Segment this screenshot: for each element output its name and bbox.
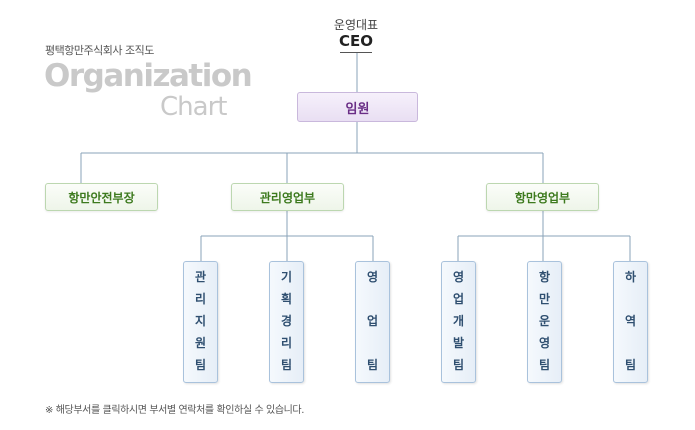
team-char: 팀 — [280, 358, 293, 372]
team-admin-support[interactable]: 관 리 지 원 팀 — [183, 261, 218, 383]
team-planning-accounting[interactable]: 기 획 경 리 팀 — [269, 261, 304, 383]
team-char: 업 — [366, 314, 379, 328]
team-char: 항 — [538, 270, 551, 284]
team-char: 획 — [280, 292, 293, 306]
team-char: 기 — [280, 270, 293, 284]
ceo-underline — [340, 52, 372, 53]
title-word-chart: Chart — [160, 92, 227, 122]
team-char: 운 — [538, 314, 551, 328]
ceo-subtitle: 운영대표 — [333, 18, 379, 32]
team-char: 발 — [452, 336, 465, 350]
footnote: ※ 해당부서를 클릭하시면 부서별 연락처를 확인하실 수 있습니다. — [45, 405, 305, 416]
team-char: 지 — [194, 314, 207, 328]
team-char: 업 — [452, 292, 465, 306]
team-char: 개 — [452, 314, 465, 328]
executive-box[interactable]: 임원 — [297, 92, 418, 122]
team-char: 팀 — [452, 358, 465, 372]
team-char: 팀 — [194, 358, 207, 372]
ceo-title: CEO — [338, 32, 373, 50]
team-char: 원 — [194, 336, 207, 350]
team-port-operations[interactable]: 항 만 운 영 팀 — [527, 261, 562, 383]
team-sales[interactable]: 영 업 팀 — [355, 261, 390, 383]
team-char: 팀 — [538, 358, 551, 372]
dept-port-safety[interactable]: 항만안전부장 — [45, 183, 158, 211]
title-word-organization: Organization — [44, 58, 253, 94]
team-char: 리 — [280, 336, 293, 350]
team-char: 영 — [366, 270, 379, 284]
team-char: 만 — [538, 292, 551, 306]
team-business-development[interactable]: 영 업 개 발 팀 — [441, 261, 476, 383]
company-title: 평택항만주식회사 조직도 — [45, 44, 154, 57]
dept-port-sales[interactable]: 항만영업부 — [486, 183, 599, 211]
team-char: 팀 — [366, 358, 379, 372]
team-char: 역 — [624, 314, 637, 328]
team-char: 영 — [538, 336, 551, 350]
team-stevedoring[interactable]: 하 역 팀 — [613, 261, 648, 383]
team-char: 팀 — [624, 358, 637, 372]
dept-management-sales[interactable]: 관리영업부 — [231, 183, 344, 211]
team-char: 리 — [194, 292, 207, 306]
team-char: 영 — [452, 270, 465, 284]
team-char: 관 — [194, 270, 207, 284]
team-char: 하 — [624, 270, 637, 284]
team-char: 경 — [280, 314, 293, 328]
